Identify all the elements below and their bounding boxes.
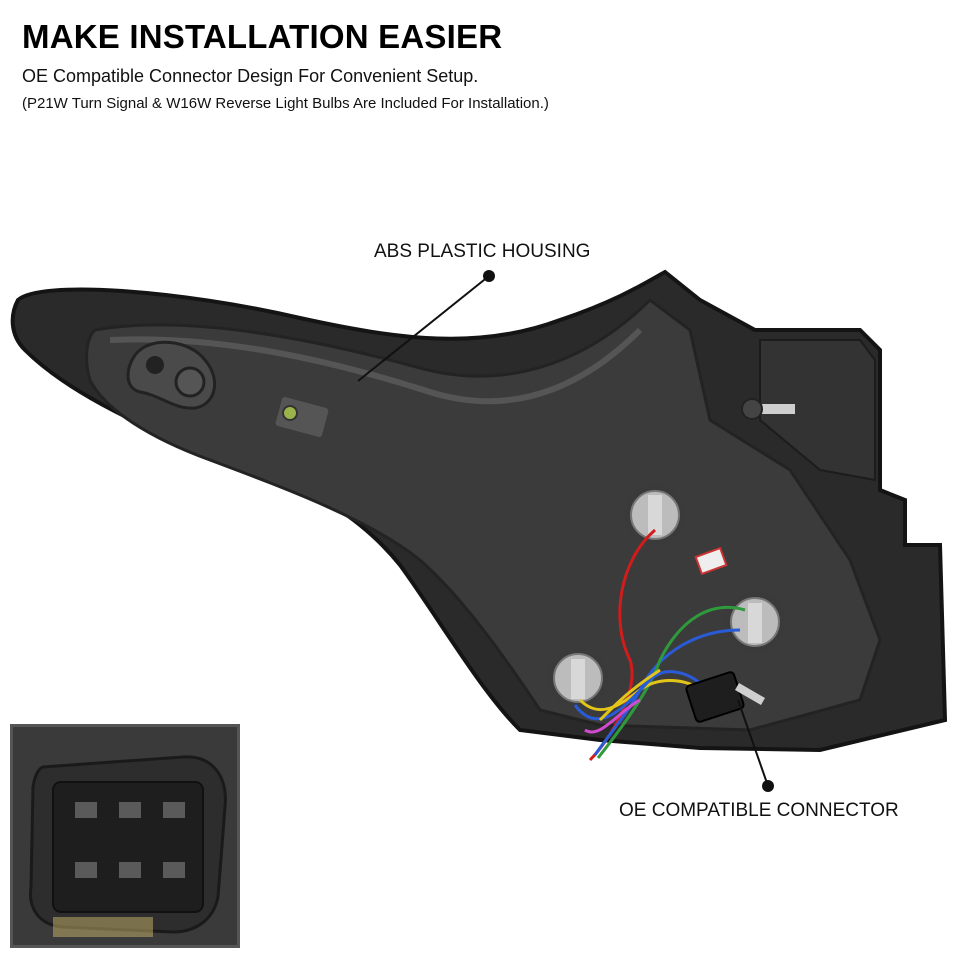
bulb-socket-icon	[548, 648, 608, 708]
callout-leader-housing	[357, 270, 495, 382]
mounting-grommet	[126, 340, 216, 410]
bulb-socket-icon	[625, 485, 685, 545]
connector-pin-icon	[75, 802, 185, 878]
subtitle: OE Compatible Connector Design For Conve…	[22, 66, 479, 86]
flange-panel	[759, 339, 876, 482]
connector-closeup-illustration	[13, 727, 237, 945]
bulb-socket-icon	[725, 592, 785, 652]
connector-closeup-inset	[10, 724, 240, 948]
bulb-note: (P21W Turn Signal & W16W Reverse Light B…	[22, 95, 549, 112]
page-title: MAKE INSTALLATION EASIER	[22, 18, 503, 55]
callout-housing-label: ABS PLASTIC HOUSING	[374, 241, 591, 262]
housing-rib	[109, 327, 643, 405]
callout-leader-connector	[737, 699, 774, 792]
mounting-stud-icon	[741, 398, 795, 420]
connector-plug-icon	[685, 671, 765, 723]
wire-harness	[573, 528, 746, 762]
screw-icon	[275, 396, 329, 438]
warning-sticker	[694, 546, 728, 576]
callout-connector-label: OE COMPATIBLE CONNECTOR	[619, 800, 899, 821]
